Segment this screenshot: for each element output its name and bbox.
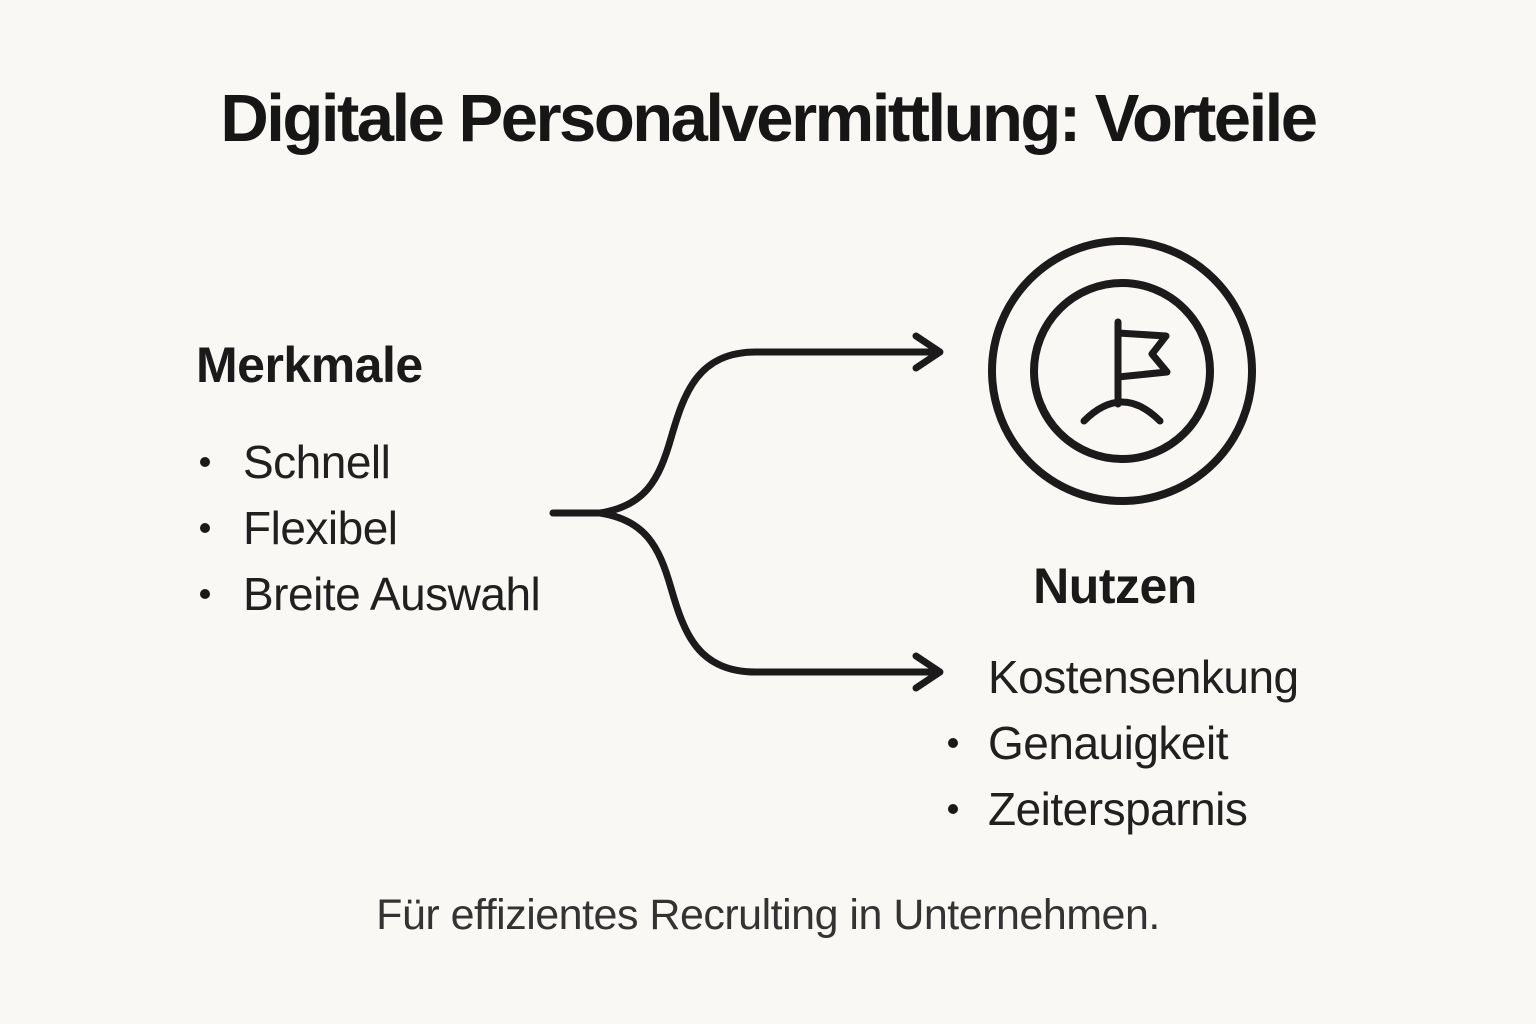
page-title: Digitale Personalvermittlung: Vorteile: [220, 81, 1318, 156]
caption: Für effizientes Recrulting in Unternehme…: [376, 891, 1160, 939]
features-list: Schnell Flexibel Breite Auswahl: [197, 429, 541, 627]
bullet-dot: [948, 804, 958, 814]
list-item: Zeitersparnis: [947, 776, 1299, 842]
benefits-list: Kostensenkung Genauigkeit Zeitersparnis: [947, 644, 1299, 842]
list-item-label: Zeitersparnis: [988, 783, 1248, 835]
list-item: Breite Auswahl: [197, 561, 541, 627]
bullet-dot: [948, 738, 958, 748]
list-item-label: Genauigkeit: [988, 717, 1229, 769]
bullet-dot: [200, 523, 210, 533]
list-item-label: Breite Auswahl: [243, 568, 541, 620]
list-item-label: Flexibel: [243, 502, 398, 554]
features-heading: Merkmale: [196, 337, 423, 393]
fork-arrows-icon: [549, 332, 944, 692]
list-item: Genauigkeit: [947, 710, 1299, 776]
benefits-heading: Nutzen: [1033, 558, 1197, 614]
list-item: Schnell: [197, 429, 540, 495]
bullet-dot: [200, 589, 210, 599]
bullet-dot: [200, 457, 210, 467]
list-item-label: Schnell: [243, 436, 391, 488]
goal-flag-icon: [988, 237, 1256, 505]
list-item: Kostensenkung: [947, 644, 1299, 710]
list-item-label: Kostensenkung: [988, 651, 1299, 703]
list-item: Flexibel: [197, 495, 540, 561]
